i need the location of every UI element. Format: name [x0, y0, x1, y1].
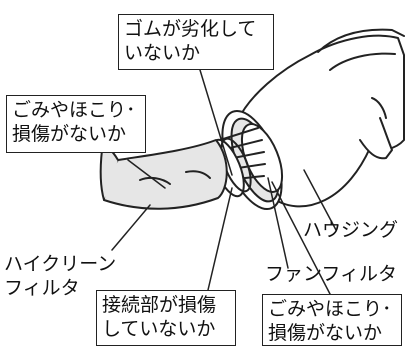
callout-connection: 接続部が損傷 していないか [96, 290, 236, 346]
callout-rubber-line1: ゴムが劣化して [124, 18, 257, 40]
callout-dust-filter: ごみやほこり･ 損傷がないか [6, 95, 146, 153]
leader-connection [207, 187, 233, 291]
high-clean-filter-fold-2 [185, 170, 211, 179]
label-housing: ハウジング [303, 219, 399, 241]
callout-dust-filter-line1: ごみやほこり･ [12, 99, 136, 121]
callout-rubber-line2: いないか [124, 42, 201, 64]
leader-fan-filter [267, 177, 289, 269]
leader-dust-fan [271, 181, 331, 295]
callout-connection-line2: していないか [102, 318, 216, 340]
callout-connection-line1: 接続部が損傷 [102, 294, 217, 316]
callout-dust-filter-line2: 損傷がないか [12, 123, 127, 145]
high-clean-filter-fold [139, 176, 171, 185]
leader-high-clean [111, 204, 151, 251]
leader-housing [303, 169, 337, 231]
housing-handle [317, 28, 405, 53]
housing-trigger-slot [371, 97, 387, 119]
callout-dust-fan: ごみやほこり･ 損傷がないか [262, 294, 402, 346]
label-fan-filter: ファンフィルタ [265, 263, 398, 285]
label-high-clean-line2: フィルタ [4, 277, 80, 299]
leader-rubber [199, 69, 233, 176]
callout-rubber: ゴムが劣化して いないか [118, 14, 274, 70]
leader-dust-filter [127, 159, 166, 189]
callout-dust-fan-line2: 損傷がないか [268, 322, 383, 344]
label-high-clean-line1: ハイクリーン [4, 253, 117, 275]
label-high-clean-filter: ハイクリーン フィルタ [4, 252, 116, 300]
housing-trigger [359, 117, 393, 160]
callout-dust-fan-line1: ごみやほこり･ [268, 298, 392, 320]
housing-handle-inner [329, 52, 396, 71]
